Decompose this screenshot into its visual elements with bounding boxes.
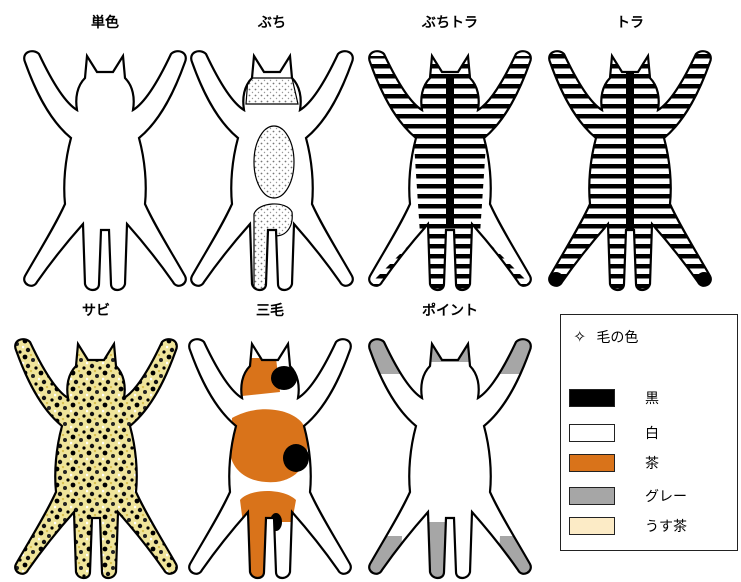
legend-swatch: [569, 517, 615, 535]
legend-swatch: [569, 487, 615, 505]
cat-cell-tabby: トラ: [540, 12, 720, 287]
legend-label: 茶: [645, 453, 659, 473]
legend-swatch: [569, 454, 615, 472]
cat-label: 単色: [15, 12, 195, 32]
legend-item-brown: 茶: [569, 452, 734, 474]
cat-label: ぶち: [182, 12, 362, 32]
cat-label: ポイント: [360, 300, 540, 320]
four-point-star-icon: ✧: [573, 327, 586, 346]
legend-label: 黒: [645, 388, 659, 408]
cat-label: トラ: [540, 12, 720, 32]
cat-point-illustration: [360, 322, 540, 582]
color-legend: ✧ 毛の色 黒 白 茶 グレー うす茶: [560, 314, 738, 551]
legend-item-light-brown: うす茶: [569, 515, 734, 537]
cat-tortoiseshell-illustration: [6, 322, 186, 582]
legend-item-black: 黒: [569, 387, 734, 409]
cat-cell-bicolor-tabby: ぶちトラ: [360, 12, 540, 287]
legend-swatch: [569, 424, 615, 442]
cat-cell-calico: 三毛: [180, 300, 360, 575]
cat-cell-point: ポイント: [360, 300, 540, 575]
cat-tabby-illustration: [540, 34, 720, 294]
cat-bicolor-illustration: [182, 34, 362, 294]
legend-title-text: 毛の色: [596, 330, 638, 346]
cat-cell-bicolor: ぶち: [182, 12, 362, 287]
cat-label: サビ: [6, 300, 186, 320]
cat-label: ぶちトラ: [360, 12, 540, 32]
cat-bicolor-tabby-illustration: [360, 34, 540, 294]
legend-swatch: [569, 389, 615, 407]
legend-label: うす茶: [645, 516, 687, 536]
cat-cell-solid: 単色: [15, 12, 195, 287]
legend-label: グレー: [645, 486, 687, 506]
cat-label: 三毛: [180, 300, 360, 320]
cat-cell-tortoiseshell: サビ: [6, 300, 186, 575]
cat-solid-illustration: [15, 34, 195, 294]
legend-item-gray: グレー: [569, 485, 734, 507]
legend-label: 白: [645, 423, 659, 443]
cat-calico-illustration: [180, 322, 360, 582]
legend-item-white: 白: [569, 422, 734, 444]
legend-title: ✧ 毛の色: [573, 327, 638, 347]
